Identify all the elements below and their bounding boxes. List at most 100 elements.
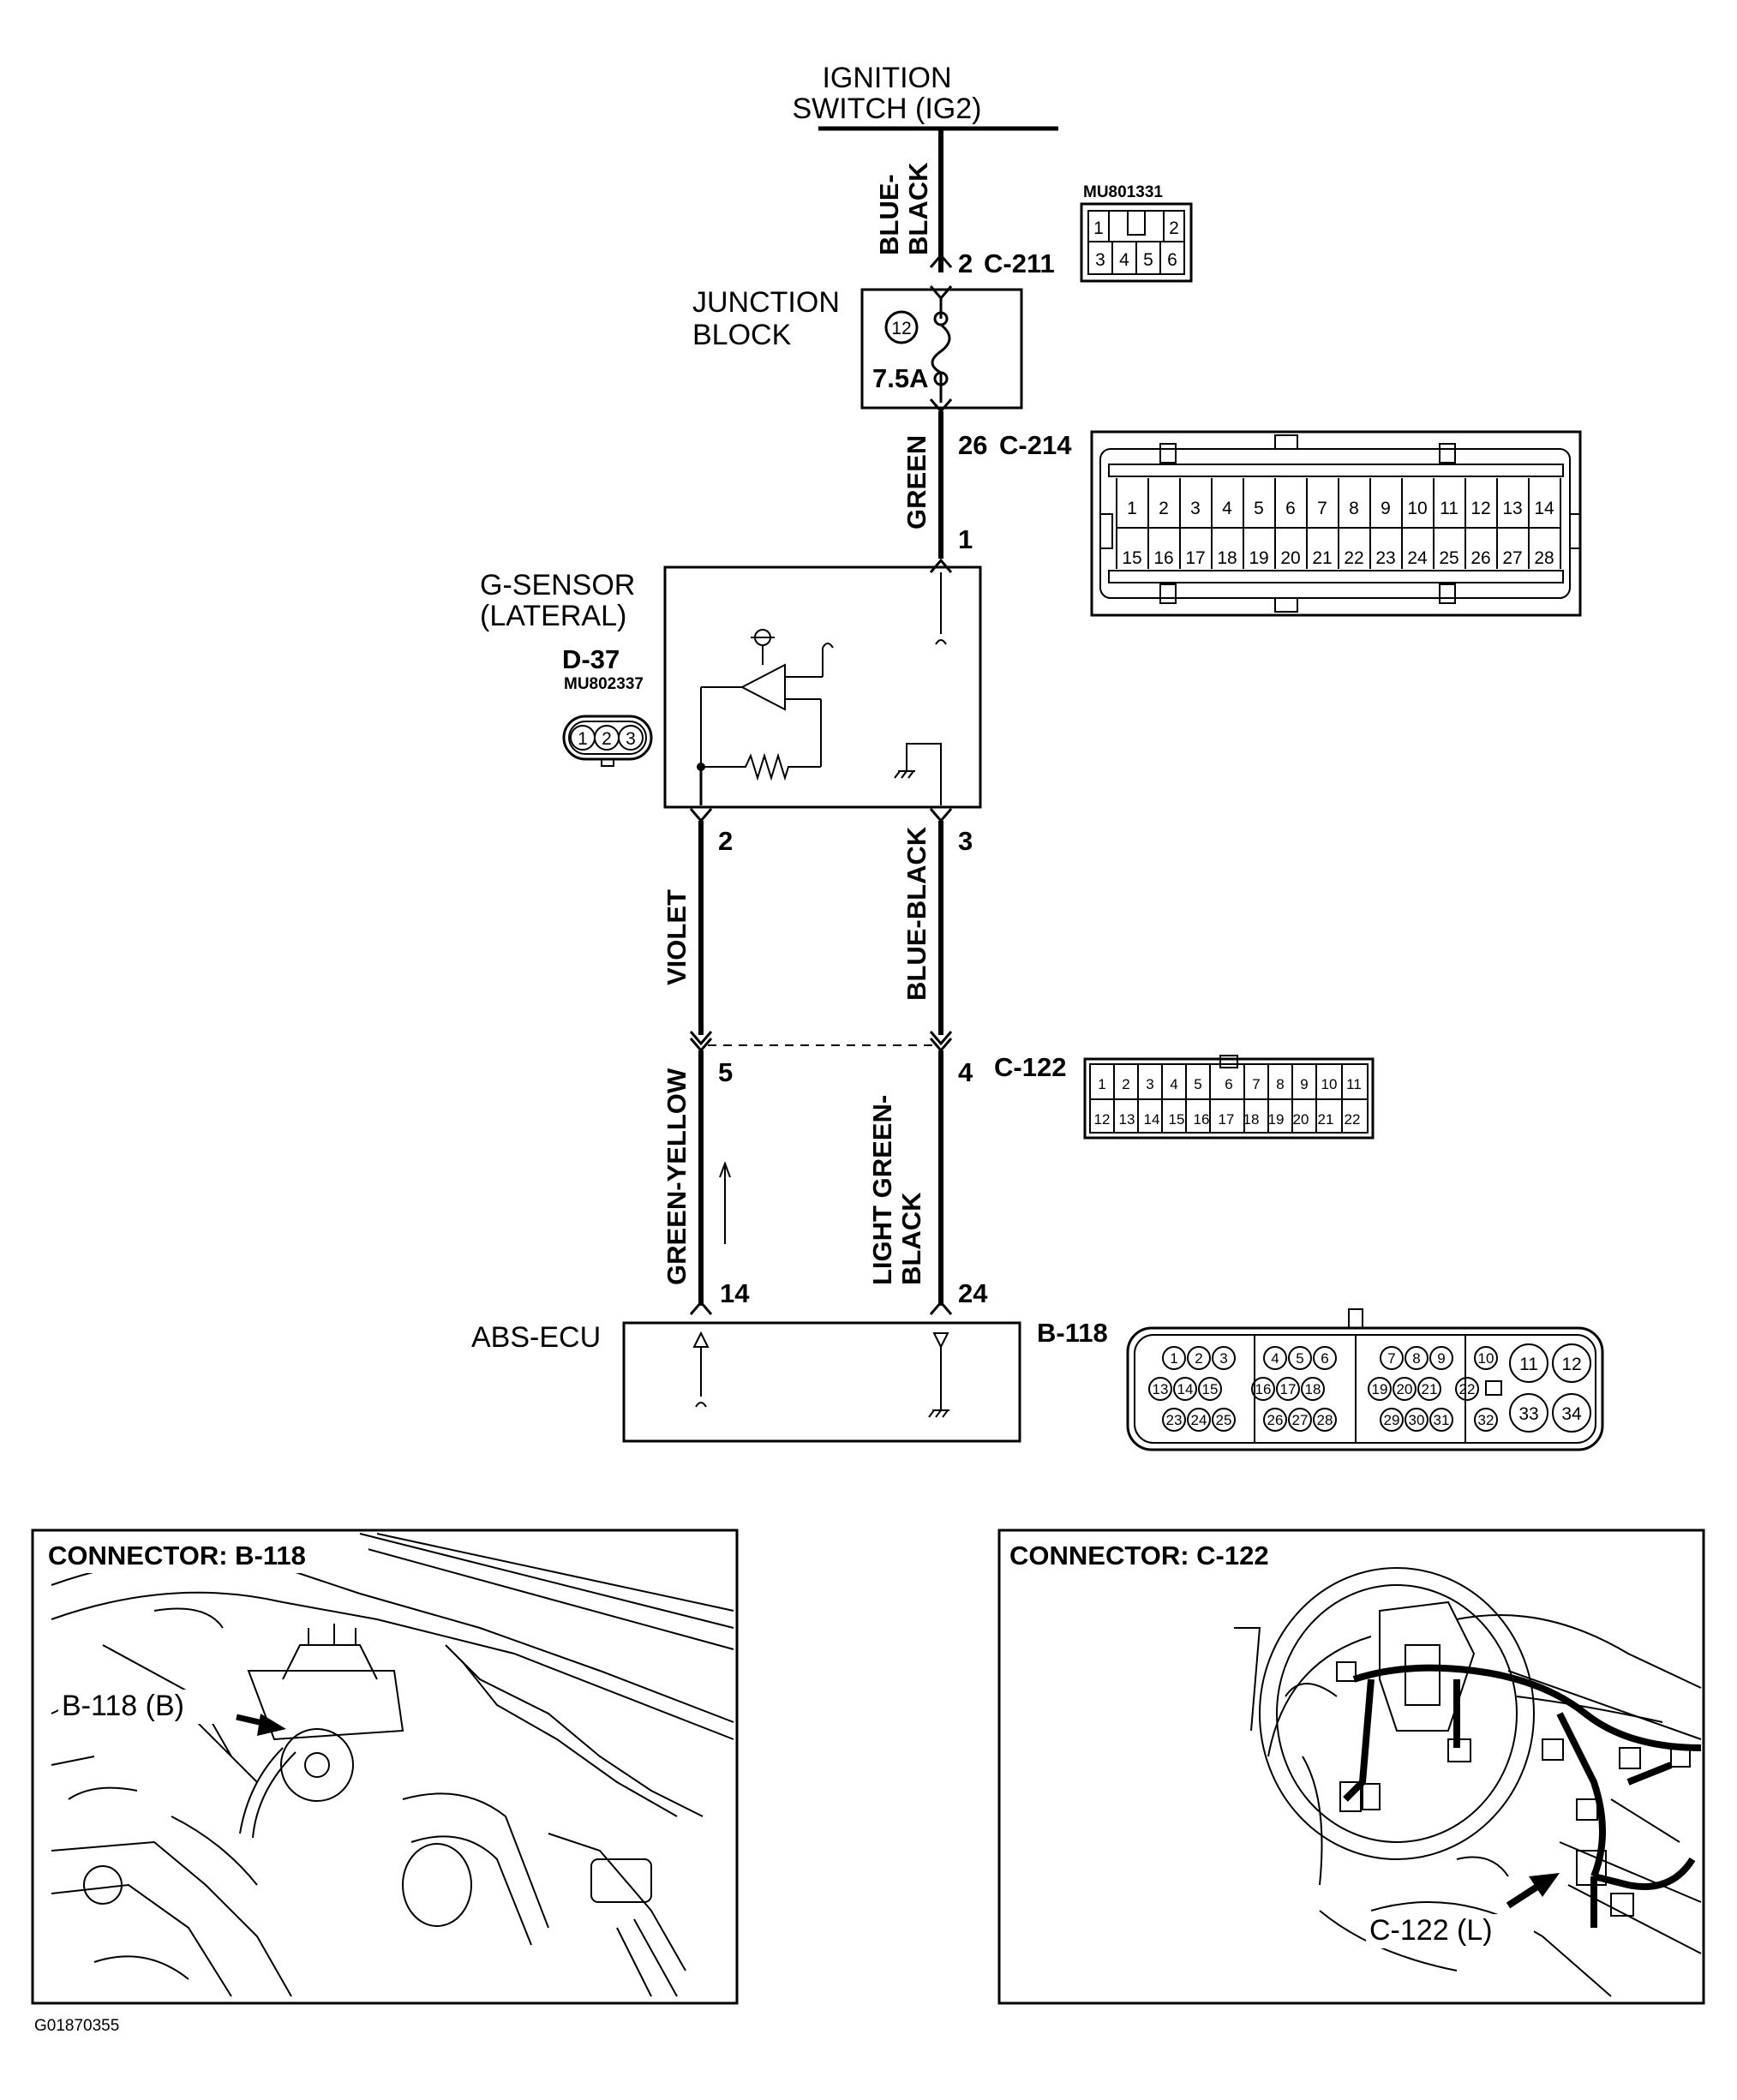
c122-pin-9: 9 bbox=[1300, 1076, 1308, 1092]
b118-pin-circle bbox=[1313, 1408, 1337, 1432]
c122-pin-11: 11 bbox=[1346, 1076, 1362, 1092]
connector-d37-face bbox=[562, 715, 653, 767]
c214-pin-11: 11 bbox=[1440, 499, 1458, 518]
c122-pin-1: 1 bbox=[1098, 1076, 1105, 1092]
c122-pin-16: 16 bbox=[1194, 1111, 1210, 1128]
wiring-harness-illustration bbox=[1343, 1664, 1702, 1928]
c214-pin-27: 27 bbox=[1502, 548, 1522, 568]
b118-pin-18: 18 bbox=[1305, 1381, 1321, 1397]
b118-pin-33: 33 bbox=[1518, 1404, 1538, 1424]
c122-pin-15: 15 bbox=[1169, 1111, 1185, 1128]
c214-pin-6: 6 bbox=[1285, 499, 1296, 518]
b118-pin-circle bbox=[1393, 1377, 1417, 1401]
d37-connector-label: D-37 bbox=[562, 644, 620, 674]
pin-c122-5: 5 bbox=[718, 1057, 733, 1087]
c214-pin-18: 18 bbox=[1217, 548, 1237, 568]
wire-label-green-yellow: GREEN-YELLOW bbox=[662, 1068, 692, 1285]
junction-block-label: JUNCTION bbox=[692, 286, 840, 319]
b118-pin-circle bbox=[1276, 1377, 1300, 1401]
c122-pin-7: 7 bbox=[1252, 1076, 1260, 1092]
d37-pin-3: 3 bbox=[626, 729, 636, 749]
c214-pin-5: 5 bbox=[1254, 499, 1264, 518]
c214-pin-12: 12 bbox=[1470, 499, 1490, 518]
c122-pin-3: 3 bbox=[1146, 1076, 1153, 1092]
b118-pin-circle bbox=[1288, 1346, 1312, 1370]
c214-pin-16: 16 bbox=[1153, 548, 1173, 568]
b118-pin-circle bbox=[1251, 1377, 1275, 1401]
b118-pin-13: 13 bbox=[1153, 1381, 1169, 1397]
c214-pin-21: 21 bbox=[1312, 548, 1332, 568]
c214-pin-23: 23 bbox=[1375, 548, 1395, 568]
title-backdrop-b118 bbox=[46, 1539, 368, 1573]
location-title-c122: CONNECTOR: C-122 bbox=[1009, 1541, 1269, 1571]
c211-pin-2: 2 bbox=[1169, 218, 1179, 238]
b118-pin-circle bbox=[1198, 1377, 1222, 1401]
c122-pin-8: 8 bbox=[1276, 1076, 1284, 1092]
fuse-number: 12 bbox=[891, 319, 911, 338]
c214-pin-25: 25 bbox=[1439, 548, 1458, 568]
b118-pin-circle bbox=[1474, 1408, 1498, 1432]
c122-pin-4: 4 bbox=[1170, 1076, 1177, 1092]
c214-pin-3: 3 bbox=[1190, 499, 1201, 518]
b118-pin-circle bbox=[1212, 1408, 1236, 1432]
callout-backdrop-c122 bbox=[1366, 1914, 1534, 1948]
c214-pin-13: 13 bbox=[1502, 499, 1522, 518]
ignition-switch-label: IGNITION bbox=[822, 62, 951, 94]
b118-pin-12: 12 bbox=[1561, 1355, 1581, 1374]
pin-d37-1: 1 bbox=[958, 524, 973, 554]
callout-arrowhead-b118 bbox=[257, 1714, 286, 1736]
b118-pin-5: 5 bbox=[1296, 1350, 1303, 1367]
b118-pin-30: 30 bbox=[1409, 1412, 1425, 1428]
connector-c214-face bbox=[1090, 430, 1582, 617]
c122-pin-19: 19 bbox=[1268, 1111, 1285, 1128]
b118-pin-circle bbox=[1162, 1346, 1186, 1370]
connector-c211-label: C-211 bbox=[984, 248, 1055, 278]
c122-pin-13: 13 bbox=[1119, 1111, 1135, 1128]
pin-d37-2: 2 bbox=[718, 826, 733, 856]
b118-pin-circle bbox=[1405, 1346, 1429, 1370]
junction-block-label-2: BLOCK bbox=[692, 319, 792, 351]
b118-pin-circle bbox=[1429, 1346, 1453, 1370]
g-sensor-internal-circuit bbox=[697, 572, 947, 805]
c214-pin-2: 2 bbox=[1159, 499, 1169, 518]
b118-large-pin-circle bbox=[1552, 1393, 1591, 1433]
junction-block-box bbox=[860, 288, 1023, 410]
pin-c122-4: 4 bbox=[958, 1057, 973, 1087]
b118-pin-4: 4 bbox=[1271, 1350, 1279, 1367]
callout-label-b118: B-118 (B) bbox=[62, 1690, 184, 1722]
c211-pin-1: 1 bbox=[1093, 218, 1104, 238]
fuse-number-circle bbox=[884, 310, 919, 344]
d37-pin-1: 1 bbox=[578, 729, 588, 749]
connector-clips-illustration bbox=[1336, 1661, 1691, 1917]
b118-pin-circle bbox=[1455, 1377, 1479, 1401]
figure-id: G01870355 bbox=[34, 2017, 119, 2035]
connector-d37-pin2-3-arrows bbox=[689, 808, 953, 823]
b118-pin-22: 22 bbox=[1459, 1381, 1476, 1397]
b118-pin-circle bbox=[1417, 1377, 1441, 1401]
b118-pin-circle bbox=[1368, 1377, 1392, 1401]
signal-direction-arrow bbox=[719, 1161, 731, 1244]
pin-b118-24: 24 bbox=[958, 1278, 988, 1308]
b118-pin-6: 6 bbox=[1321, 1350, 1328, 1367]
abs-ecu-box bbox=[622, 1321, 1021, 1443]
b118-pin-circle bbox=[1263, 1408, 1287, 1432]
b118-pin-14: 14 bbox=[1177, 1381, 1194, 1397]
connector-b118-pins: 1 2 3 4 5 6 7 8 9 10 13 14 15 16 17 18 1… bbox=[1153, 1350, 1582, 1428]
b118-pin-circle bbox=[1405, 1408, 1429, 1432]
b118-pin-27: 27 bbox=[1292, 1412, 1309, 1428]
connector-c122-arrows bbox=[689, 1031, 953, 1053]
b118-pin-19: 19 bbox=[1372, 1381, 1388, 1397]
c211-pin-4: 4 bbox=[1119, 250, 1129, 270]
b118-pin-1: 1 bbox=[1170, 1350, 1177, 1367]
b118-pin-circle bbox=[1429, 1408, 1453, 1432]
b118-pin-28: 28 bbox=[1317, 1412, 1333, 1428]
b118-pin-circle bbox=[1212, 1346, 1236, 1370]
c214-pin-7: 7 bbox=[1317, 499, 1327, 518]
b118-pin-circle bbox=[1148, 1377, 1172, 1401]
c214-pin-20: 20 bbox=[1280, 548, 1300, 568]
c211-pin-5: 5 bbox=[1143, 250, 1153, 270]
connector-c122-grid bbox=[1089, 1064, 1369, 1133]
b118-large-pin-circle bbox=[1509, 1393, 1548, 1433]
pin-b118-14: 14 bbox=[720, 1278, 750, 1308]
c122-pin-12: 12 bbox=[1094, 1111, 1111, 1128]
